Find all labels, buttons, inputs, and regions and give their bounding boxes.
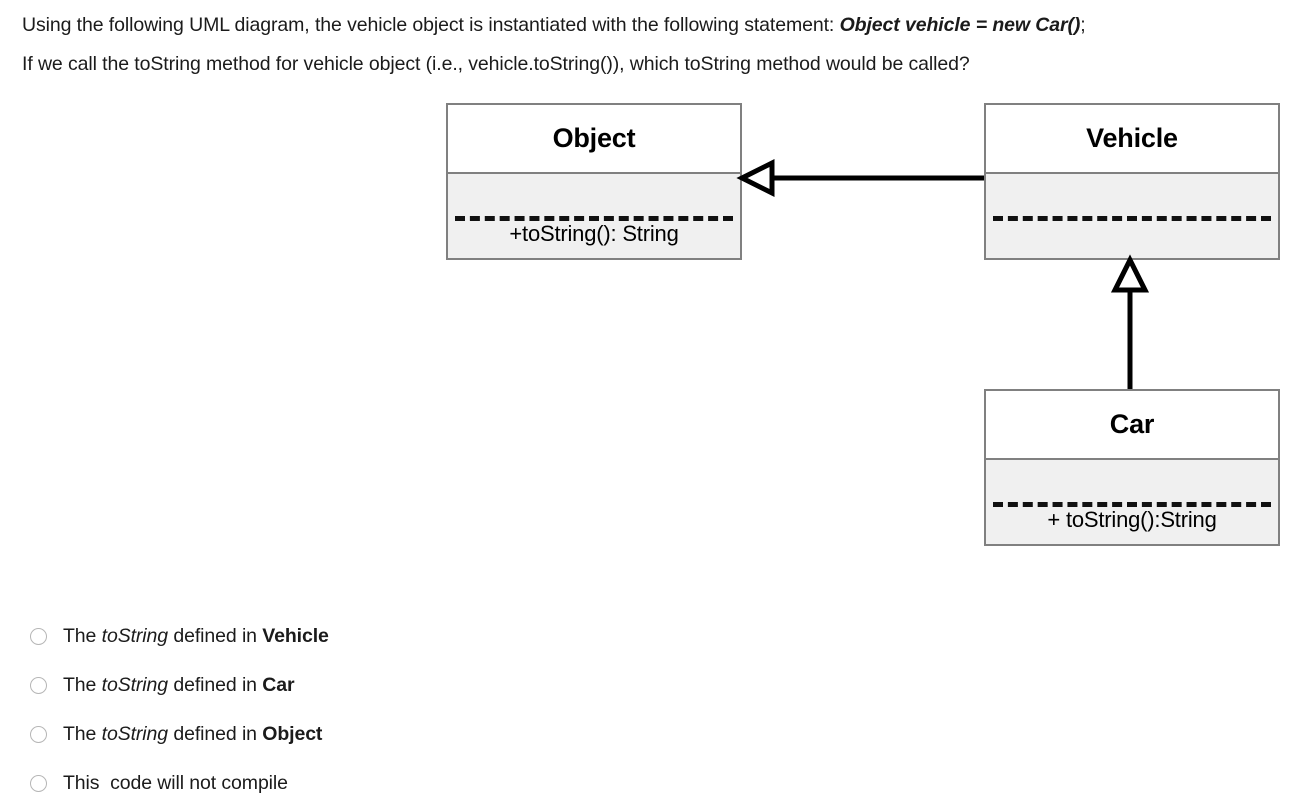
option-car-italic: toString <box>101 674 169 696</box>
generalization-vehicle-to-object <box>736 158 984 198</box>
option-object-italic: toString <box>101 723 169 745</box>
option-label-object: The toString defined in Object <box>63 723 322 746</box>
uml-class-object-separator <box>455 216 733 221</box>
option-label-car: The toString defined in Car <box>63 674 295 697</box>
question-line-1-suffix: ; <box>1080 14 1086 36</box>
option-row-not-compile[interactable]: This code will not compile <box>30 759 730 808</box>
uml-class-vehicle-name: Vehicle <box>1086 123 1178 153</box>
uml-class-object-member: +toString(): String <box>509 221 679 246</box>
question-line-1: Using the following UML diagram, the veh… <box>22 6 1282 45</box>
uml-class-object-header: Object <box>448 105 740 174</box>
option-vehicle-mid: defined in <box>168 625 263 647</box>
uml-class-car-body: + toString():String <box>986 460 1278 544</box>
option-row-vehicle[interactable]: The toString defined in Vehicle <box>30 612 730 661</box>
uml-class-car-member: + toString():String <box>1047 507 1217 532</box>
option-vehicle-bold: Vehicle <box>262 625 329 647</box>
option-car-mid: defined in <box>168 674 263 696</box>
question-line-1-prefix: Using the following UML diagram, the veh… <box>22 14 840 36</box>
uml-class-car-name: Car <box>1109 409 1155 439</box>
option-object-bold: Object <box>262 723 323 745</box>
option-row-car[interactable]: The toString defined in Car <box>30 661 730 710</box>
option-car-bold: Car <box>262 674 295 696</box>
option-label-not-compile: This code will not compile <box>63 772 288 794</box>
radio-button-icon-object[interactable] <box>30 726 47 743</box>
uml-class-object: Object +toString(): String <box>446 103 742 260</box>
option-object-prefix: The <box>63 723 102 745</box>
radio-button-icon-car[interactable] <box>30 677 47 694</box>
option-vehicle-prefix: The <box>63 625 102 647</box>
uml-class-car-separator <box>993 502 1271 507</box>
uml-class-car-header: Car <box>986 391 1278 460</box>
radio-button-icon-not-compile[interactable] <box>30 775 47 792</box>
uml-class-vehicle-separator <box>993 216 1271 221</box>
option-row-object[interactable]: The toString defined in Object <box>30 710 730 759</box>
option-car-prefix: The <box>63 674 102 696</box>
generalization-car-to-vehicle <box>1110 254 1150 389</box>
option-object-mid: defined in <box>168 723 263 745</box>
radio-button-icon-vehicle[interactable] <box>30 628 47 645</box>
uml-class-object-name: Object <box>552 123 636 153</box>
uml-class-vehicle-header: Vehicle <box>986 105 1278 174</box>
question-code-statement: Object vehicle = new Car() <box>839 14 1081 36</box>
uml-class-vehicle: Vehicle <box>984 103 1280 260</box>
answer-options: The toString defined in Vehicle The toSt… <box>30 612 730 808</box>
uml-class-vehicle-body <box>986 174 1278 258</box>
option-label-vehicle: The toString defined in Vehicle <box>63 625 329 648</box>
option-vehicle-italic: toString <box>101 625 169 647</box>
question-line-2: If we call the toString method for vehic… <box>22 53 970 75</box>
uml-class-car: Car + toString():String <box>984 389 1280 546</box>
uml-class-object-body: +toString(): String <box>448 174 740 258</box>
